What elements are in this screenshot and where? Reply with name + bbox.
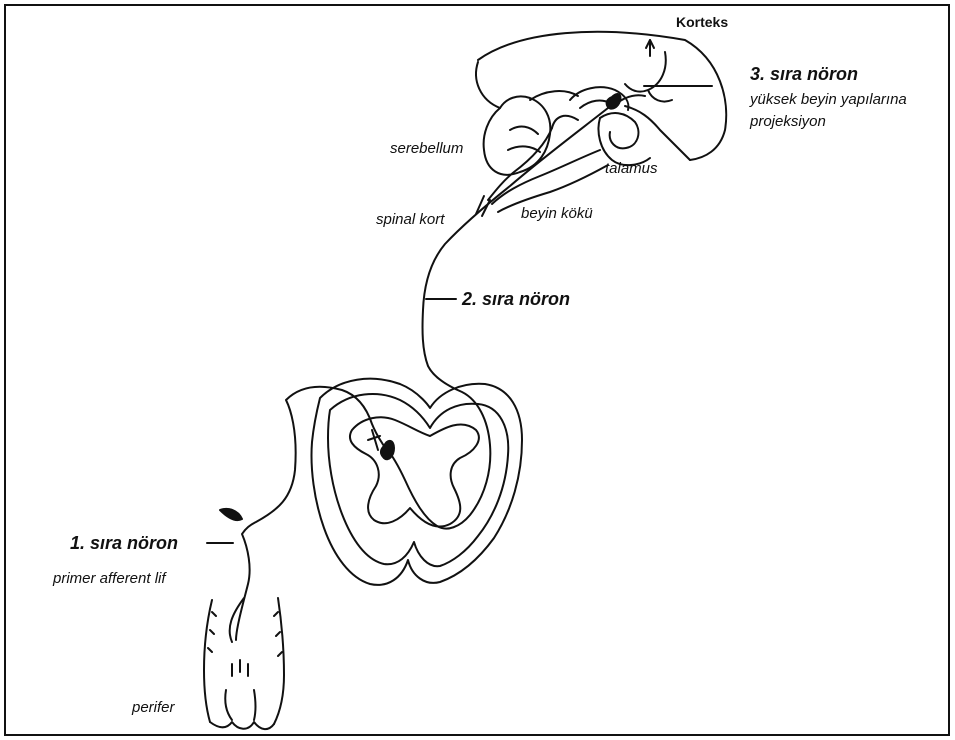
label-korteks: Korteks [676,13,728,32]
spinal-cord-cross-section [312,379,523,585]
label-first-order-desc: primer afferent lif [53,569,166,588]
label-beyin-koku: beyin kökü [521,204,593,223]
label-third-order-desc-line2: projeksiyon [750,112,826,131]
label-spinal-kort: spinal kort [376,210,444,229]
first-order-neuron-fiber [236,387,384,640]
second-order-neuron-fiber [386,108,608,529]
third-order-neuron-cell [607,94,621,109]
label-third-order-desc-line1: yüksek beyin yapılarına [750,90,907,109]
label-second-order-neuron: 2. sıra nöron [462,288,570,310]
first-order-neuron-cell [220,509,242,520]
label-third-order-neuron: 3. sıra nöron [750,63,858,85]
paw-periphery [204,598,284,729]
label-serebellum: serebellum [390,139,463,158]
label-talamus: talamus [605,159,658,178]
thalamus [552,87,650,165]
cerebellum [484,91,578,175]
label-perifer: perifer [132,698,175,717]
label-first-order-neuron: 1. sıra nöron [70,532,178,554]
cortex-outline [476,32,726,160]
